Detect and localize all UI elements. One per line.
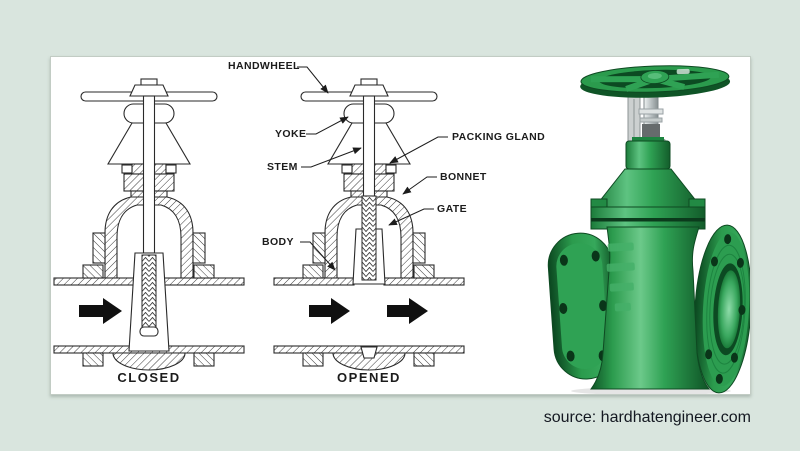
handwheel-leader xyxy=(297,66,329,94)
flow-arrow-outlet xyxy=(387,298,428,324)
photo-bonnet xyxy=(593,168,703,208)
content-panel: HANDWHEEL YOKE STEM PACKING GLAND BONNET… xyxy=(50,56,751,395)
caption-closed: CLOSED xyxy=(117,370,181,385)
pipe-wall-top xyxy=(273,277,355,286)
valve-seat xyxy=(332,352,406,371)
photo-handwheel xyxy=(580,65,731,98)
stem-leader xyxy=(301,147,362,168)
pipe-flange xyxy=(302,352,324,367)
gland-plate xyxy=(632,137,664,143)
caption-opened: OPENED xyxy=(337,370,401,385)
gate-valve-cross-section-diagram xyxy=(53,65,750,394)
pipe-flange xyxy=(82,264,104,279)
cast-markings xyxy=(606,242,635,312)
pipe-flange xyxy=(82,352,104,367)
flow-arrow-blocked xyxy=(79,298,122,324)
pipe-flange xyxy=(193,352,215,367)
seat-notch xyxy=(360,346,378,359)
packing-gland-leader xyxy=(389,136,448,164)
body-leader xyxy=(300,241,336,271)
inlet-flange xyxy=(547,232,619,380)
stem-shaft xyxy=(142,95,156,254)
stem-threads xyxy=(141,254,157,328)
pipe-wall-top xyxy=(383,277,465,286)
label-handwheel: HANDWHEEL xyxy=(228,60,300,72)
flow-arrow-inlet xyxy=(309,298,350,324)
label-stem: STEM xyxy=(267,161,298,173)
stem-collar xyxy=(642,124,660,139)
label-gate: GATE xyxy=(437,203,467,215)
label-bonnet: BONNET xyxy=(440,171,487,183)
pipe-flange xyxy=(413,264,435,279)
pipe-flange xyxy=(302,264,324,279)
stem-tip xyxy=(139,326,159,337)
label-leader-lines xyxy=(297,66,448,271)
label-yoke: YOKE xyxy=(275,128,307,140)
stem-shaft xyxy=(362,95,376,197)
label-packing-gland: PACKING GLAND xyxy=(452,131,546,143)
label-body: BODY xyxy=(262,236,294,248)
opened-valve-drawing xyxy=(273,78,465,371)
valve-seat xyxy=(112,352,186,371)
gate-valve-photo xyxy=(547,65,750,394)
handwheel-tag xyxy=(676,68,690,75)
stem-washer xyxy=(639,117,663,123)
source-credit: source: hardhatengineer.com xyxy=(543,409,751,426)
outlet-flange xyxy=(694,224,750,394)
body-gasket xyxy=(591,218,705,222)
closed-valve-drawing xyxy=(53,78,245,371)
pipe-flange xyxy=(413,352,435,367)
stuffing-box xyxy=(625,140,671,170)
pipe-flange xyxy=(193,264,215,279)
stem-threads xyxy=(361,195,377,281)
bonnet-leader xyxy=(402,176,437,195)
stem-washer xyxy=(638,108,664,115)
yoke-leader xyxy=(306,116,349,135)
gate-leader xyxy=(388,208,434,226)
